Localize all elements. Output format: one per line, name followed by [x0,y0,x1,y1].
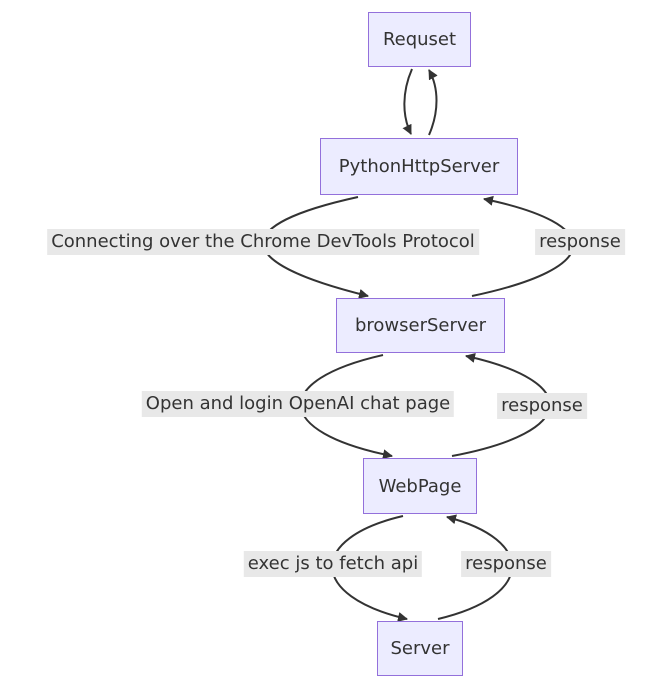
node-webpage: WebPage [363,458,477,514]
edge-label-connecting-cdp: Connecting over the Chrome DevTools Prot… [47,229,479,255]
edge-label-response-1: response [535,229,625,255]
node-server-label: Server [390,638,450,659]
node-requset: Requset [368,12,471,67]
edge-requset-to-pythonhttpserver [402,68,413,135]
node-pythonhttpserver: PythonHttpServer [320,138,518,195]
node-browserserver: browserServer [336,298,505,353]
edge-pythonhttpserver-to-requset [428,69,438,136]
node-browserserver-label: browserServer [354,315,487,336]
node-webpage-label: WebPage [378,475,462,497]
edge-label-response-3: response [461,551,551,577]
edge-label-response-2: response [497,393,587,419]
edge-label-open-login: Open and login OpenAI chat page [141,391,455,417]
node-pythonhttpserver-label: PythonHttpServer [338,156,500,177]
node-requset-label: Requset [382,29,457,50]
node-server: Server [377,621,463,676]
edge-label-exec-js: exec js to fetch api [243,551,423,577]
